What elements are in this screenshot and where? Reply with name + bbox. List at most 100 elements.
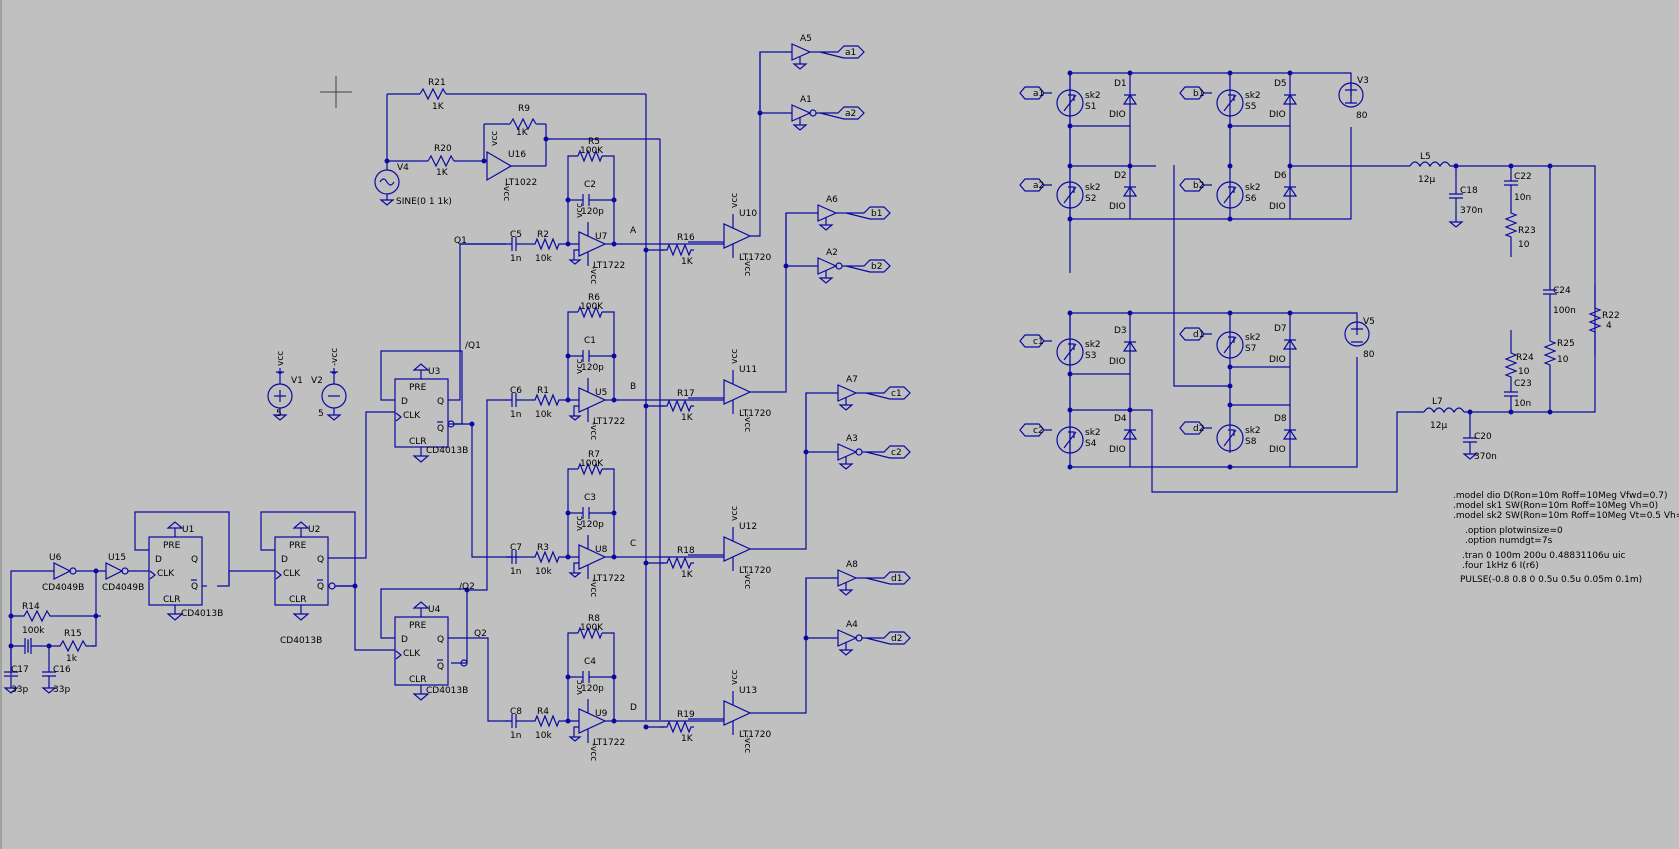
supply-label: -vcc [588, 266, 598, 284]
resistor-value: 100K [580, 459, 604, 469]
pin-label: D [401, 635, 408, 645]
resistor-label: R25 [1557, 339, 1575, 349]
pin-label: CLR [409, 675, 427, 685]
diode-label: D7 [1274, 324, 1287, 334]
inverter-part: CD4049B [42, 583, 84, 593]
supply-label: -vcc [742, 414, 752, 432]
supply-label: vcc [575, 203, 585, 218]
opamp-part: LT1022 [505, 178, 537, 188]
source-label: V1 [291, 376, 303, 386]
net-flag: c2 [1033, 426, 1044, 436]
pin-label: PRE [289, 541, 307, 551]
supply-label: -vcc [742, 258, 752, 276]
pin-label: PRE [409, 383, 427, 393]
inverter-label: U15 [108, 553, 126, 563]
switch-model: sk2 [1085, 91, 1101, 101]
switch-model: sk2 [1245, 333, 1261, 343]
crosshair-cursor [320, 76, 352, 108]
resistor-value: 1K [516, 128, 529, 138]
comparator-part: LT1720 [739, 409, 771, 419]
cap-label: C24 [1553, 286, 1571, 296]
resistor-value: 4 [1606, 321, 1612, 331]
net-flag: c2 [891, 448, 902, 458]
resistor-value: 100K [580, 302, 604, 312]
opamp-part: LT1722 [593, 574, 625, 584]
net-flag: d1 [1193, 330, 1204, 340]
supply-label: vcc [276, 351, 286, 366]
opamp-label: U5 [595, 388, 607, 398]
diode-model: DIO [1109, 202, 1126, 212]
pin-label: CLK [403, 649, 421, 659]
buffer-label: A8 [846, 560, 858, 570]
buffer-label: A2 [826, 248, 838, 258]
pin-label: D [281, 555, 288, 565]
switch-label: S3 [1085, 351, 1096, 361]
resistor-value: 10 [1518, 240, 1530, 250]
pin-label: D [401, 397, 408, 407]
spice-directive: .model sk2 SW(Ron=10m Roff=10Meg Vt=0.5 … [1453, 511, 1679, 521]
cap-label: C3 [584, 493, 596, 503]
cap-label: C4 [584, 657, 596, 667]
net-flag: b1 [871, 209, 882, 219]
resistor-value: 10k [535, 410, 552, 420]
spice-directive: .model sk1 SW(Ron=10m Roff=10Meg Vh=0) [1453, 501, 1658, 511]
pin-label: PRE [163, 541, 181, 551]
inductor-value: 12µ [1418, 175, 1435, 185]
source-value: SINE(0 1 1k) [396, 197, 452, 207]
cap-value: 10n [1514, 193, 1531, 203]
clock-generator [3, 243, 518, 722]
opamp-label: U9 [595, 709, 608, 719]
buffer-label: A3 [846, 434, 858, 444]
net-flag: d2 [891, 634, 902, 644]
diode-model: DIO [1109, 110, 1126, 120]
resistor-value: 100K [580, 623, 604, 633]
source-value: 5 [276, 409, 282, 419]
supply-label: vcc [730, 670, 740, 685]
net-label: C [630, 539, 636, 549]
resistor-label: R6 [588, 293, 600, 303]
inverter-part: CD4049B [102, 583, 144, 593]
net-flag: b2 [1193, 181, 1204, 191]
resistor-label: R22 [1602, 311, 1620, 321]
inductor-label: L7 [1432, 397, 1443, 407]
source-label: V3 [1357, 76, 1369, 86]
source-label: V5 [1363, 317, 1375, 327]
cap-label: C17 [11, 665, 29, 675]
cap-label: C16 [53, 665, 71, 675]
supply-label: -vcc [742, 571, 752, 589]
net-label: /Q1 [465, 341, 481, 351]
cap-value: 1n [510, 731, 521, 741]
flipflop-part: CD4013B [426, 686, 468, 696]
net-label: /Q2 [459, 582, 475, 592]
cap-label: C22 [1514, 172, 1532, 182]
cap-value: 10n [1514, 399, 1531, 409]
pin-label: CLK [157, 569, 175, 579]
resistor-value: 10 [1557, 355, 1569, 365]
diode-label: D3 [1114, 326, 1127, 336]
spice-directive: .tran 0 100m 200u 0.48831106u uic [1462, 551, 1625, 561]
opamp-part: LT1722 [593, 261, 625, 271]
cap-value: 33p [11, 685, 28, 695]
resistor-value: 1K [681, 734, 694, 744]
opamp-label: U8 [595, 545, 608, 555]
net-label: A [630, 226, 637, 236]
diode-model: DIO [1109, 357, 1126, 367]
resistor-label: R2 [537, 230, 549, 240]
cap-value: 120p [581, 363, 604, 373]
cap-value: 33p [53, 685, 70, 695]
source-label: V4 [397, 163, 409, 173]
resistor-label: R4 [537, 707, 549, 717]
cap-value: 370n [1474, 452, 1497, 462]
cap-value: 1n [510, 254, 521, 264]
pin-label: Q [191, 555, 198, 565]
opamp-label: U7 [595, 232, 607, 242]
net-flag: b2 [871, 262, 882, 272]
diode-label: D6 [1274, 171, 1287, 181]
source-label: V2 [311, 376, 323, 386]
resistor-value: 1K [681, 413, 694, 423]
diode-label: D1 [1114, 79, 1127, 89]
buffer-label: A7 [846, 375, 858, 385]
text-layer: C51nR210kR5100KC2120pU7LT1722AR161KU10LT… [11, 34, 1679, 761]
